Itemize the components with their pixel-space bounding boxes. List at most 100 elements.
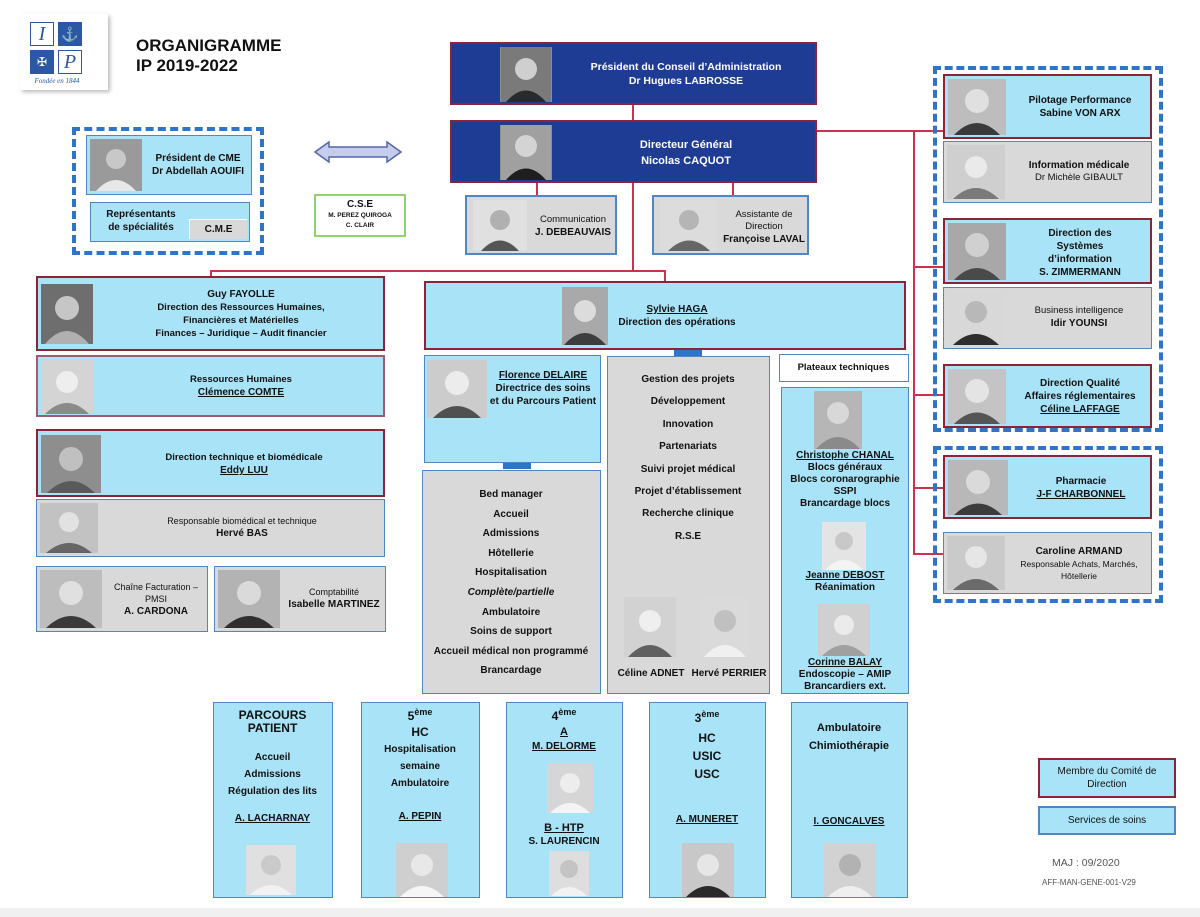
rh-role: Ressources Humaines [190, 374, 292, 385]
chanal-photo [814, 391, 862, 449]
service-5eme-box: 5ème HC Hospitalisation semaine Ambulato… [361, 702, 480, 898]
goncalves-photo [824, 843, 876, 897]
connector-dg-down [632, 180, 634, 272]
page-title: ORGANIGRAMME IP 2019-2022 [136, 36, 281, 76]
s4-b: B - HTP [544, 822, 584, 834]
soins-name: Florence DELAIRE [498, 369, 588, 381]
pharmacie-name: J-F CHARBONNEL [1036, 489, 1126, 500]
debost-photo [822, 522, 866, 570]
ops-role: Direction des opérations [618, 317, 736, 328]
pilotage-name: Sabine VON ARX [1039, 108, 1121, 119]
s5-line4: Ambulatoire [390, 778, 450, 789]
dsi-line2: Systèmes [1056, 241, 1104, 252]
chanal-line2: Blocs coronarographie [790, 474, 900, 485]
biomed-box: Responsable biomédical et technique Herv… [36, 499, 385, 557]
legend-comite-text: Membre du Comité de Direction [1057, 766, 1157, 790]
balay-name: Corinne BALAY [807, 657, 883, 668]
communication-photo [473, 200, 527, 251]
rh-box: Ressources Humaines Clémence COMTE [36, 355, 385, 417]
legend-services: Services de soins [1038, 806, 1176, 835]
facturation-role2: PMSI [144, 593, 167, 604]
infomed-photo [947, 145, 1005, 199]
bi-name: Idir YOUNSI [1050, 317, 1108, 329]
bed-manager-item: Accueil médical non programmé [433, 645, 589, 657]
perrier-photo [700, 597, 750, 657]
connector-qualite [913, 394, 944, 396]
bi-role: Business intelligence [1034, 304, 1124, 316]
assistante-role2: Direction [745, 220, 783, 232]
dsi-line3: d’information [1048, 254, 1112, 265]
dg-box: Directeur Général Nicolas CAQUOT [450, 120, 817, 183]
title-line1: ORGANIGRAMME [136, 36, 282, 55]
president-photo [500, 47, 552, 102]
right-dashed-group-top [933, 66, 1163, 432]
cme-cse-double-arrow [313, 140, 403, 164]
infomed-box: Information médicale Dr Michèle GIBAULT [943, 141, 1152, 203]
projets-item: R.S.E [674, 530, 702, 542]
rh-name: Clémence COMTE [197, 387, 285, 398]
compta-box: Comptabilité Isabelle MARTINEZ [214, 566, 386, 632]
cme-label: C.M.E [204, 224, 233, 235]
parcours-title1: PARCOURS [238, 708, 307, 722]
connector-dsi [913, 266, 944, 268]
bed-manager-item: Soins de support [470, 626, 552, 638]
projets-item: Recherche clinique [642, 508, 734, 520]
projets-item: Gestion des projets [641, 374, 735, 385]
fayolle-photo [41, 284, 93, 344]
connector-pres-dg [632, 105, 634, 121]
qualite-box: Direction Qualité Affaires réglementaire… [943, 364, 1152, 428]
debost-name: Jeanne DEBOST [805, 570, 885, 581]
qualite-name: Céline LAFFAGE [1040, 403, 1120, 415]
qualite-line1: Direction Qualité [1039, 377, 1120, 389]
dsi-box: Direction des Systèmes d’information S. … [943, 218, 1152, 284]
connector-assist [732, 180, 734, 196]
chanal-line4: Brancardage blocs [799, 498, 891, 509]
dsi-name: S. ZIMMERMANN [1039, 267, 1121, 278]
s3-number: 3 [694, 711, 702, 725]
fayolle-name: Guy FAYOLLE [207, 289, 275, 300]
lacharnay-photo [246, 845, 296, 895]
logo: I ⚓ ✠ P Fondée en 1844 [20, 14, 108, 90]
cse-member1: M. PEREZ QUIROGA [328, 212, 392, 219]
compta-photo [218, 570, 280, 628]
bed-manager-item: Bed manager [479, 489, 543, 500]
s4-name1: M. DELORME [532, 741, 596, 752]
parcours-line2: Admissions [244, 769, 301, 780]
infomed-name: Dr Michèle GIBAULT [1035, 171, 1123, 183]
pilotage-role: Pilotage Performance [1028, 95, 1132, 106]
logo-shield-icon: ✠ [30, 50, 54, 74]
pepin-photo [396, 843, 448, 897]
dsi-line1: Direction des [1048, 228, 1112, 239]
president-role: Président du Conseil d’Administration [590, 61, 782, 73]
legend-comite: Membre du Comité de Direction [1038, 758, 1176, 798]
service-ambulatoire-box: Ambulatoire Chimiothérapie I. GONCALVES [791, 702, 908, 898]
cme-rep-line1: Représentants [106, 209, 176, 220]
chanal-line1: Blocs généraux [807, 462, 883, 473]
cme-dashed-group [72, 127, 264, 255]
bi-photo [947, 291, 1005, 345]
bed-manager-item: Accueil [493, 508, 529, 520]
cme-representants-box: Représentants de spécialités C.M.E [90, 202, 250, 242]
connector-fayolle [210, 270, 212, 278]
soins-tab [503, 463, 531, 469]
adnet-name: Céline ADNET [617, 668, 685, 679]
cse-member2: C. CLAIR [345, 222, 375, 229]
projets-item: Innovation [662, 418, 714, 430]
s4-name2: S. LAURENCIN [528, 836, 600, 847]
ops-tab [674, 350, 702, 356]
debost-line1: Réanimation [814, 582, 875, 593]
pilotage-photo [948, 79, 1006, 135]
parcours-line1: Accueil [254, 752, 291, 763]
bed-manager-item: Admissions [482, 528, 540, 540]
technique-role: Direction technique et biomédicale [165, 452, 323, 463]
s3-line1: HC [698, 731, 716, 745]
assistante-box: Assistante de Direction Françoise LAVAL [652, 195, 809, 255]
connector-ops [664, 270, 666, 282]
cme-name: Dr Abdellah AOUIFI [151, 166, 245, 177]
plateaux-box: Christophe CHANAL Blocs généraux Blocs c… [781, 387, 909, 694]
s3-line3: USC [694, 767, 720, 781]
parcours-line3: Régulation des lits [228, 786, 317, 797]
pharmacie-photo [948, 460, 1008, 515]
ops-box: Sylvie HAGA Direction des opérations [424, 281, 906, 350]
